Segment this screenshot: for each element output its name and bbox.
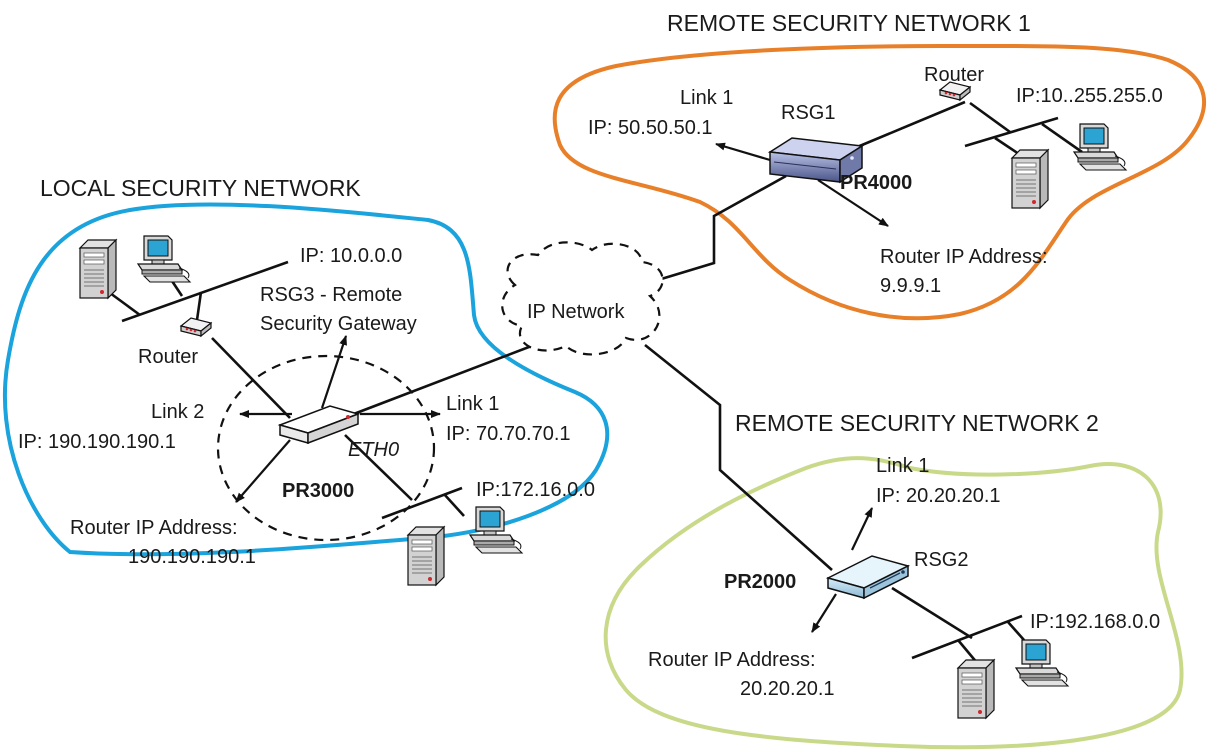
link2-ip: IP: 190.190.190.1 (18, 431, 176, 453)
remote2-link-ip: IP: 20.20.20.1 (876, 485, 1001, 507)
local-pc-bottom (469, 506, 523, 554)
local-router-to-pr3000 (211, 337, 291, 419)
rsg2-label: RSG2 (914, 549, 968, 571)
remote2-router-ip-value: 20.20.20.1 (740, 678, 835, 700)
remote-network-1-boundary (552, 43, 1206, 321)
remote2-lan-bus (911, 614, 1023, 660)
eth0-label: ETH0 (348, 439, 399, 461)
remote2-server (957, 659, 995, 719)
remote1-lan-bus (964, 116, 1059, 148)
arrow-router-ip-local (235, 439, 291, 503)
local-server-top (79, 239, 117, 299)
local-pc-drop-bottom (443, 493, 465, 517)
link1-local-ip: IP: 70.70.70.1 (446, 423, 571, 445)
remote1-link-label: Link 1 (680, 87, 733, 109)
local-lan-bus-top (121, 260, 289, 323)
cloud-to-rsg2-link (644, 343, 833, 571)
rsg2-to-lan (891, 586, 973, 640)
remote1-router-ip-label: Router IP Address: (880, 246, 1048, 268)
local-router (180, 317, 212, 337)
pr3000-device (277, 405, 361, 445)
remote1-server (1011, 149, 1049, 209)
ip-network-label: IP Network (527, 301, 625, 323)
link2-label: Link 2 (151, 401, 204, 423)
gateway-label-line2: Security Gateway (260, 313, 417, 335)
remote1-link-ip: IP: 50.50.50.1 (588, 117, 713, 139)
remote2-lan-ip: IP:192.168.0.0 (1030, 611, 1160, 633)
ip-network-cloud (501, 241, 664, 356)
local-server-bottom (407, 526, 445, 586)
remote1-network-title: REMOTE SECURITY NETWORK 1 (667, 10, 1031, 36)
local-lan-ip-top: IP: 10.0.0.0 (300, 245, 402, 267)
pr3000-label: PR3000 (282, 480, 354, 502)
rsg3-dashed-boundary (216, 354, 436, 542)
pr2000-label: PR2000 (724, 571, 796, 593)
pr4000-label: PR4000 (840, 172, 912, 194)
remote1-router-ip-value: 9.9.9.1 (880, 275, 941, 297)
arrow-link1-remote2 (851, 507, 873, 551)
link1-local-label: Link 1 (446, 393, 499, 415)
arrow-link1-remote1 (715, 142, 771, 162)
local-pr3000-to-cloud (337, 340, 543, 422)
local-router-label: Router (138, 346, 198, 368)
remote1-lan-ip: IP:10..255.255.0 (1016, 85, 1163, 107)
local-lan-bus-bottom (381, 486, 463, 520)
remote-network-2-boundary (603, 456, 1184, 750)
cloud-to-rsg1-link (647, 174, 787, 285)
local-pc-top (137, 235, 191, 283)
remote1-router-drop (969, 101, 1011, 134)
local-network-title: LOCAL SECURITY NETWORK (40, 175, 361, 201)
local-router-ip-value: 190.190.190.1 (128, 546, 256, 568)
local-lan-ip-bottom: IP:172.16.0.0 (476, 479, 595, 501)
local-router-to-bus (195, 291, 203, 321)
pr2000-device (825, 555, 911, 600)
remote2-pc-drop (1007, 621, 1025, 641)
rsg1-to-router (849, 100, 966, 152)
remote2-pc (1015, 639, 1069, 687)
gateway-label-line1: RSG3 - Remote (260, 284, 402, 306)
remote2-network-title: REMOTE SECURITY NETWORK 2 (735, 410, 1099, 436)
local-server-drop-top (109, 291, 141, 317)
pr4000-device (767, 137, 865, 184)
remote1-pc-drop (1041, 122, 1083, 154)
local-pr3000-to-lan-bottom (344, 434, 413, 501)
rsg1-label: RSG1 (781, 102, 835, 124)
remote1-pc (1073, 123, 1127, 171)
remote2-link-label: Link 1 (876, 455, 929, 477)
local-router-ip-label: Router IP Address: (70, 517, 238, 539)
remote2-router-ip-label: Router IP Address: (648, 649, 816, 671)
remote1-router-label: Router (924, 64, 984, 86)
arrow-router-ip-remote2 (811, 593, 837, 633)
arrow-gateway (320, 335, 348, 409)
arrow-router-ip-remote1 (817, 179, 889, 227)
